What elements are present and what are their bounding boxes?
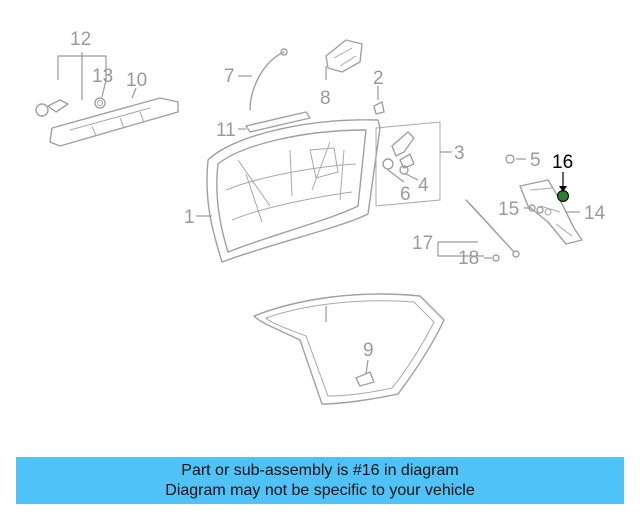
callout-6: 6 bbox=[400, 184, 411, 205]
leader-4 bbox=[405, 173, 419, 181]
callout-13: 13 bbox=[92, 66, 113, 87]
highlighted-part-16[interactable] bbox=[557, 190, 569, 202]
cable-end bbox=[280, 48, 288, 56]
gas-strut-part-17 bbox=[465, 199, 520, 258]
release-cable-part-7 bbox=[249, 51, 285, 111]
callout-18: 18 bbox=[458, 248, 479, 269]
nut-part-5 bbox=[505, 154, 515, 164]
leader-10 bbox=[131, 87, 137, 99]
hinge-part-3 bbox=[391, 131, 415, 169]
callout-15: 15 bbox=[498, 199, 519, 220]
weatherstrip-part-9 bbox=[253, 293, 445, 405]
hinge-bracket-part-14 bbox=[519, 179, 583, 245]
nut-part-4 bbox=[399, 165, 409, 175]
bolt-part-6 bbox=[382, 158, 394, 170]
grommet-part-13 bbox=[94, 97, 106, 109]
leader-6 bbox=[387, 169, 405, 183]
callout-17: 17 bbox=[412, 233, 433, 254]
callout-2: 2 bbox=[373, 68, 384, 89]
callout-9: 9 bbox=[363, 340, 374, 361]
banner-line-disclaimer: Diagram may not be specific to your vehi… bbox=[165, 481, 475, 499]
callout-12: 12 bbox=[70, 29, 91, 50]
callout-5: 5 bbox=[530, 150, 541, 171]
lock-cylinder-part-12 bbox=[35, 99, 69, 117]
banner-line-part: Part or sub-assembly is #16 in diagram bbox=[181, 461, 459, 479]
callout-4: 4 bbox=[418, 175, 429, 196]
leader-16-arrowhead bbox=[559, 186, 567, 192]
callout-7: 7 bbox=[224, 66, 235, 87]
leader-13 bbox=[101, 79, 107, 98]
callout-14: 14 bbox=[584, 203, 606, 224]
callout-1: 1 bbox=[184, 207, 195, 228]
part-info-banner: Part or sub-assembly is #16 in diagram D… bbox=[16, 457, 624, 504]
trim-strip-part-11 bbox=[245, 111, 311, 133]
parts-diagram: 12 13 10 7 8 2 11 3 5 16 6 4 1 15 14 17 … bbox=[35, 29, 606, 405]
callout-3: 3 bbox=[454, 143, 465, 164]
callout-8: 8 bbox=[320, 88, 331, 109]
trunk-lid-part-1 bbox=[206, 119, 381, 263]
leader-17 bbox=[437, 241, 484, 257]
hinge-box bbox=[375, 121, 441, 207]
latch-part-8 bbox=[325, 39, 363, 73]
trim-bracket-part-10 bbox=[49, 97, 179, 147]
leader-9 bbox=[365, 359, 369, 375]
callout-11: 11 bbox=[216, 120, 236, 141]
bolt-part-18 bbox=[492, 254, 500, 262]
callout-16[interactable]: 16 bbox=[552, 152, 573, 173]
callout-10: 10 bbox=[126, 70, 147, 91]
bumper-part-2 bbox=[373, 101, 385, 115]
